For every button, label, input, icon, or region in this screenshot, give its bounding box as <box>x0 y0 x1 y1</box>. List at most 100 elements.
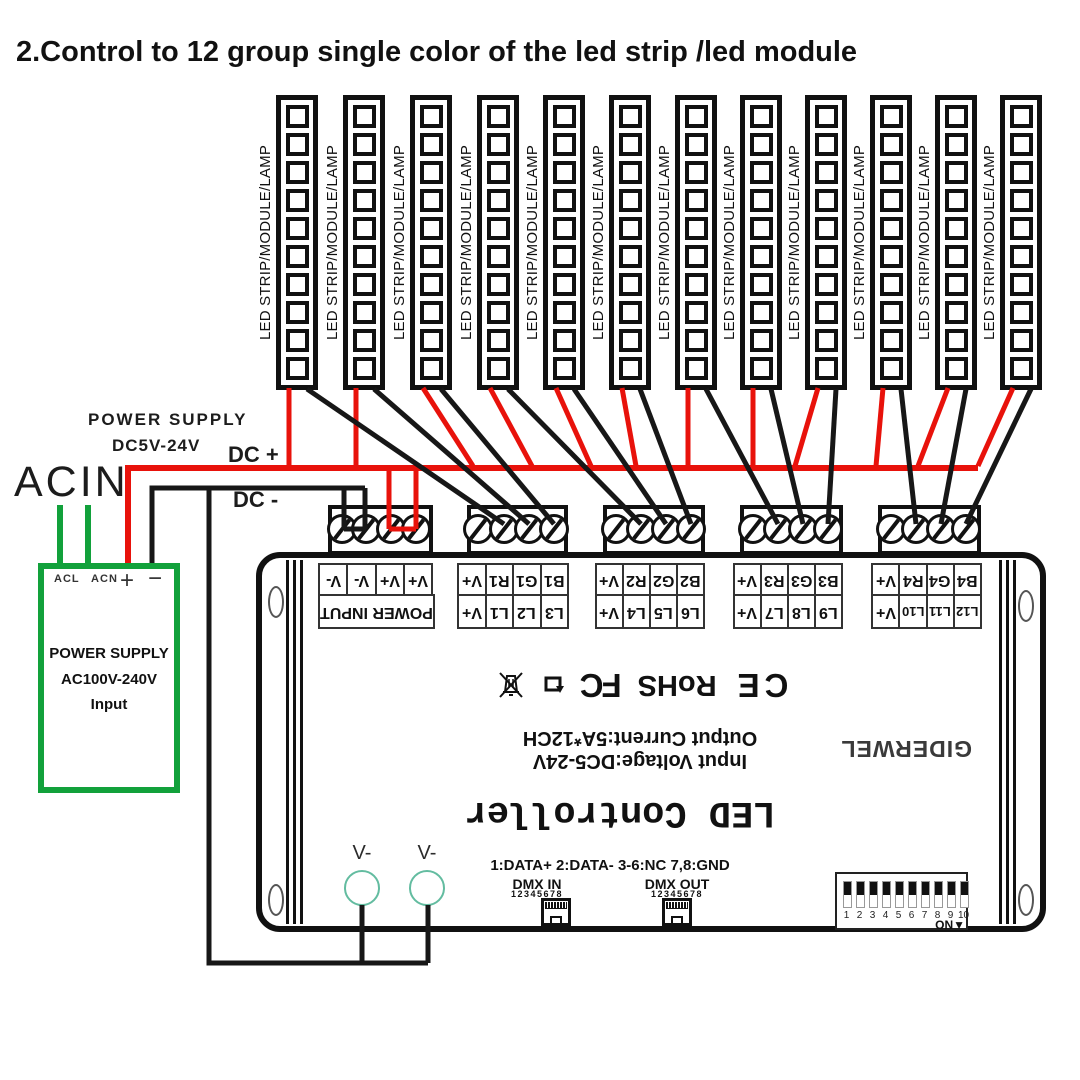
led-segment <box>618 133 642 156</box>
led-segment <box>879 217 903 240</box>
brand-logo: GIDERWEL <box>840 736 972 762</box>
led-segment <box>618 273 642 296</box>
led-segment <box>684 329 708 352</box>
led-segment <box>552 189 576 212</box>
led-segment <box>352 301 376 324</box>
led-segment <box>419 161 443 184</box>
case-seam-line <box>1013 560 1016 924</box>
led-segment <box>486 133 510 156</box>
led-segment <box>419 273 443 296</box>
led-strip <box>805 95 847 390</box>
led-segment <box>419 245 443 268</box>
dip-switch-knob <box>883 882 890 895</box>
led-segment <box>814 329 838 352</box>
led-segment <box>944 217 968 240</box>
dip-switch <box>908 881 917 908</box>
dip-switch <box>947 881 956 908</box>
mounting-hole <box>268 586 284 618</box>
led-segment <box>879 245 903 268</box>
led-segment <box>285 161 309 184</box>
led-segment <box>285 189 309 212</box>
dip-switch-knob <box>896 882 903 895</box>
terminal-label-cell: L2 <box>512 594 542 629</box>
terminal-label-cell: R2 <box>622 563 651 596</box>
led-segment <box>352 189 376 212</box>
dip-number: 4 <box>882 910 889 921</box>
dip-switch-knob <box>909 882 916 895</box>
led-segment <box>552 357 576 380</box>
led-segment <box>618 245 642 268</box>
led-segment <box>879 189 903 212</box>
dip-switch <box>921 881 930 908</box>
case-seam-line <box>293 560 296 924</box>
led-segment <box>1009 357 1033 380</box>
led-segment <box>285 217 309 240</box>
led-strip-label: LED STRIP/MODULE/LAMP <box>786 144 803 341</box>
dip-switch-knob <box>844 882 851 895</box>
dip-switch-knob <box>922 882 929 895</box>
led-segment <box>352 245 376 268</box>
led-strip-label: LED STRIP/MODULE/LAMP <box>458 144 475 341</box>
terminal-screw <box>813 514 843 544</box>
terminal-label-cell: R1 <box>484 563 514 596</box>
terminal-label-cell: R3 <box>760 563 789 596</box>
led-segment <box>684 105 708 128</box>
led-segment <box>1009 189 1033 212</box>
terminal-label-cell: B4 <box>952 563 982 596</box>
mounting-hole <box>1018 590 1034 622</box>
led-strip <box>543 95 585 390</box>
led-segment <box>879 133 903 156</box>
led-segment <box>814 273 838 296</box>
led-segment <box>486 217 510 240</box>
terminal-label-cell: V+ <box>374 563 405 596</box>
led-strip-label: LED STRIP/MODULE/LAMP <box>324 144 341 341</box>
terminal-label-cell: V+ <box>457 594 487 629</box>
terminal-label-cell: L7 <box>760 594 789 629</box>
rohs-mark: RoHS <box>637 669 717 702</box>
led-segment <box>879 161 903 184</box>
rj45-pins <box>545 902 567 909</box>
dmx-out-label: DMX OUT <box>644 876 710 892</box>
certification-marks: CE RoHS FC <box>478 664 808 706</box>
dip-switch <box>895 881 904 908</box>
dip-switch <box>960 881 969 908</box>
led-segment <box>552 329 576 352</box>
terminal-label-cell: L10 <box>898 594 928 629</box>
led-strip-label: LED STRIP/MODULE/LAMP <box>391 144 408 341</box>
led-strip-label: LED STRIP/MODULE/LAMP <box>257 144 274 341</box>
led-segment <box>944 161 968 184</box>
led-segment <box>944 245 968 268</box>
led-strip <box>609 95 651 390</box>
led-segment <box>944 273 968 296</box>
led-segment <box>814 245 838 268</box>
terminal-label-cell: V- <box>318 563 349 596</box>
led-segment <box>749 189 773 212</box>
led-segment <box>285 273 309 296</box>
led-segment <box>486 273 510 296</box>
led-segment <box>1009 217 1033 240</box>
led-segment <box>1009 329 1033 352</box>
terminal-label-cell: B2 <box>676 563 705 596</box>
led-segment <box>879 329 903 352</box>
led-segment <box>352 329 376 352</box>
led-segment <box>684 161 708 184</box>
led-segment <box>285 133 309 156</box>
rj45-notch <box>671 916 683 923</box>
controller-specs: Input Voltage:DC5-24V Output Current:5A*… <box>500 726 780 772</box>
terminal-label-cell: G3 <box>787 563 816 596</box>
spec-output-current: Output Current:5A*12CH <box>522 727 758 749</box>
dmx-in-rj45-jack <box>541 898 571 926</box>
led-segment <box>486 357 510 380</box>
led-segment <box>879 301 903 324</box>
terminal-label-cell: L11 <box>925 594 955 629</box>
case-seam-line <box>1006 560 1009 924</box>
led-segment <box>419 189 443 212</box>
led-segment <box>944 189 968 212</box>
terminal-label-cell: V+ <box>733 563 762 596</box>
fcc-mark: FC <box>581 667 622 704</box>
terminal-label-cell: L8 <box>787 594 816 629</box>
led-segment <box>552 105 576 128</box>
led-segment <box>749 357 773 380</box>
